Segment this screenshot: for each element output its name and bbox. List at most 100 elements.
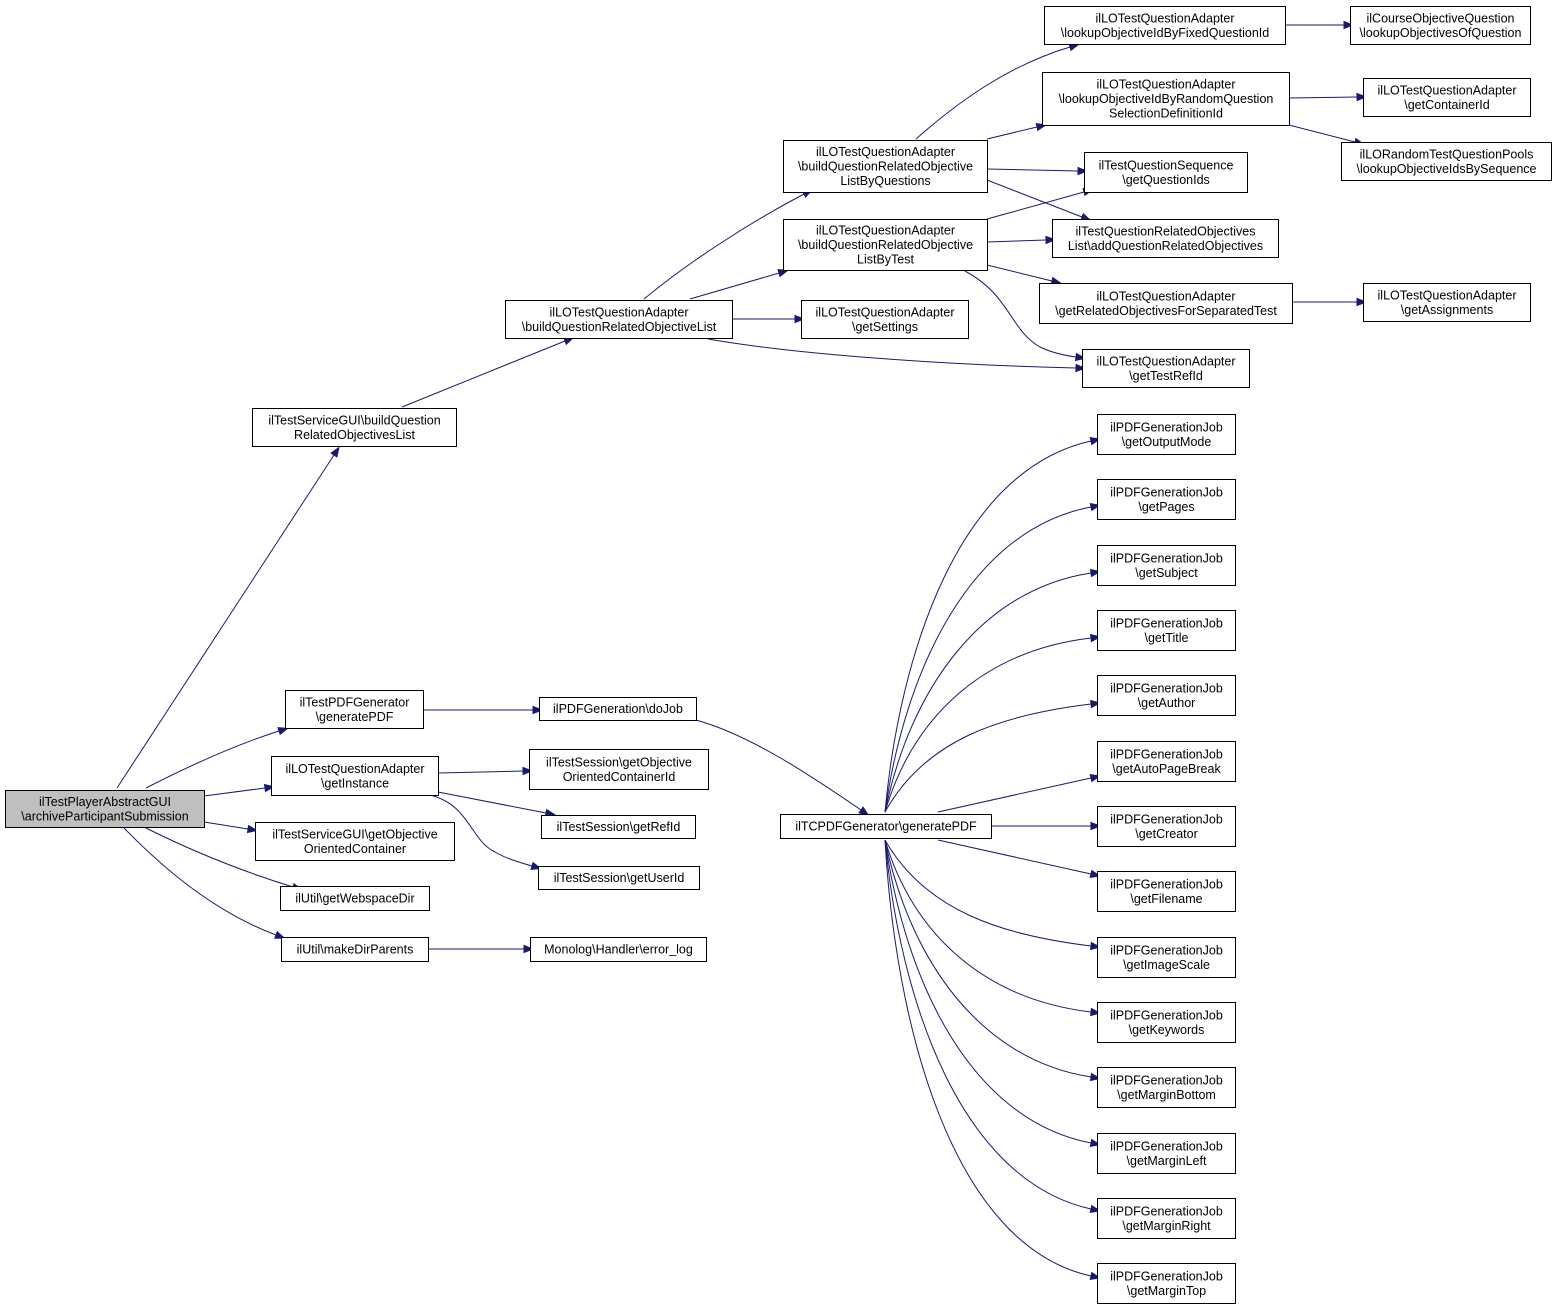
node-lo-lookup-fixed[interactable]: ilLOTestQuestionAdapter\lookupObjectiveI… — [1044, 6, 1286, 45]
edge-line — [884, 839, 1092, 1013]
node-lo-get-container[interactable]: ilLOTestQuestionAdapter\getContainerId — [1363, 78, 1531, 117]
edge-root-to-lo_get_instance — [203, 783, 276, 797]
node-job-subject[interactable]: ilPDFGenerationJob\getSubject — [1097, 545, 1236, 586]
node-lo-get-related-sep[interactable]: ilLOTestQuestionAdapter\getRelatedObject… — [1039, 283, 1293, 324]
node-label: \getAssignments — [1401, 303, 1493, 317]
node-util-webspace[interactable]: ilUtil\getWebspaceDir — [280, 886, 430, 911]
node-job-author[interactable]: ilPDFGenerationJob\getAuthor — [1097, 675, 1236, 716]
node-job-image-scale[interactable]: ilPDFGenerationJob\getImageScale — [1097, 937, 1236, 978]
node-label: ilUtil\getWebspaceDir — [295, 892, 414, 906]
edge-line — [884, 572, 1092, 813]
node-box — [1097, 1067, 1236, 1108]
node-box — [1097, 1002, 1236, 1043]
node-tqro-add[interactable]: ilTestQuestionRelatedObjectivesList\addQ… — [1052, 219, 1279, 258]
node-label: ilTestSession\getUserId — [554, 871, 685, 885]
arrowhead-icon — [1343, 20, 1355, 30]
node-box — [1341, 142, 1552, 181]
edge-line — [643, 193, 805, 300]
node-job-margin-bottom[interactable]: ilPDFGenerationJob\getMarginBottom — [1097, 1067, 1236, 1108]
node-ts-get-ref[interactable]: ilTestSession\getRefId — [541, 815, 696, 839]
edge-line — [123, 827, 277, 936]
node-lo-build-by-questions[interactable]: ilLOTestQuestionAdapter\buildQuestionRel… — [783, 140, 988, 193]
node-course-obj-lookup[interactable]: ilCourseObjectiveQuestion\lookupObjectiv… — [1350, 6, 1531, 45]
node-label: ilPDFGenerationJob — [1110, 1008, 1223, 1022]
node-lo-get-assignments[interactable]: ilLOTestQuestionAdapter\getAssignments — [1363, 283, 1531, 322]
node-label: \lookupObjectivesOfQuestion — [1360, 26, 1522, 40]
node-tcpdf-generate[interactable]: ilTCPDFGenerator\generatePDF — [780, 814, 992, 839]
node-lo-build-list[interactable]: ilLOTestQuestionAdapter\buildQuestionRel… — [505, 300, 733, 339]
node-lo-get-settings[interactable]: ilLOTestQuestionAdapter\getSettings — [801, 300, 969, 339]
node-label: ilTestQuestionRelatedObjectives — [1076, 224, 1256, 238]
node-job-output-mode[interactable]: ilPDFGenerationJob\getOutputMode — [1097, 414, 1236, 455]
node-label: ilPDFGenerationJob — [1110, 812, 1223, 826]
node-monolog-error[interactable]: Monolog\Handler\error_log — [530, 937, 707, 962]
node-box — [783, 219, 988, 271]
node-job-creator[interactable]: ilPDFGenerationJob\getCreator — [1097, 806, 1236, 847]
edge-tcpdf_generate-to-job_filename — [937, 839, 1102, 879]
arrowhead-icon — [522, 766, 534, 776]
node-ts-get-user[interactable]: ilTestSession\getUserId — [538, 866, 700, 890]
node-ts-get-obj-container[interactable]: ilTestSession\getObjectiveOrientedContai… — [529, 749, 709, 790]
node-lo-random-pools[interactable]: ilLORandomTestQuestionPools\lookupObject… — [1341, 142, 1552, 181]
node-box — [801, 300, 969, 339]
node-job-auto-page-break[interactable]: ilPDFGenerationJob\getAutoPageBreak — [1097, 741, 1236, 782]
node-box — [1039, 283, 1293, 324]
node-label: \buildQuestionRelatedObjective — [798, 160, 973, 174]
node-label: \getInstance — [321, 776, 389, 790]
node-label: \getSettings — [852, 320, 918, 334]
node-util-makedir[interactable]: ilUtil\makeDirParents — [281, 937, 429, 962]
node-label: ilPDFGenerationJob — [1110, 1139, 1223, 1153]
node-lo-lookup-random[interactable]: ilLOTestQuestionAdapter\lookupObjectiveI… — [1042, 72, 1290, 126]
node-tqs-get-ids[interactable]: ilTestQuestionSequence\getQuestionIds — [1084, 152, 1248, 193]
edge-tcpdf_generate-to-job_title — [884, 633, 1102, 813]
arrowhead-icon — [1090, 633, 1102, 643]
node-job-keywords[interactable]: ilPDFGenerationJob\getKeywords — [1097, 1002, 1236, 1043]
node-job-margin-left[interactable]: ilPDFGenerationJob\getMarginLeft — [1097, 1133, 1236, 1174]
node-box — [1097, 610, 1236, 651]
node-job-margin-right[interactable]: ilPDFGenerationJob\getMarginRight — [1097, 1198, 1236, 1239]
node-label: Monolog\Handler\error_log — [544, 943, 693, 957]
node-label: ilPDFGenerationJob — [1110, 747, 1223, 761]
node-lo-get-test-ref[interactable]: ilLOTestQuestionAdapter\getTestRefId — [1082, 349, 1250, 388]
edge-tcpdf_generate-to-job_output_mode — [884, 436, 1102, 813]
node-root[interactable]: ilTestPlayerAbstractGUI\archiveParticipa… — [5, 790, 205, 828]
node-box — [1363, 283, 1531, 322]
node-label: ilUtil\makeDirParents — [297, 943, 414, 957]
node-job-title[interactable]: ilPDFGenerationJob\getTitle — [1097, 610, 1236, 651]
node-label: ilLOTestQuestionAdapter — [816, 305, 955, 319]
node-label: \getRelatedObjectivesForSeparatedTest — [1055, 304, 1277, 318]
arrowhead-icon — [1045, 235, 1057, 245]
node-pdf-gen[interactable]: ilTestPDFGenerator\generatePDF — [285, 690, 424, 729]
node-label: \getMarginLeft — [1127, 1154, 1207, 1168]
node-lo-build-by-test[interactable]: ilLOTestQuestionAdapter\buildQuestionRel… — [783, 219, 988, 271]
edge-lo_get_instance-to-ts_get_ref — [437, 791, 557, 818]
arrowhead-icon — [330, 446, 340, 458]
edge-lo_lookup_fixed-to-course_obj_lookup — [1285, 20, 1355, 30]
node-label: ListByQuestions — [840, 174, 930, 188]
edge-line — [915, 46, 1071, 140]
arrowhead-icon — [532, 705, 544, 715]
node-box — [1097, 937, 1236, 978]
node-label: ilPDFGenerationJob — [1110, 616, 1223, 630]
node-job-margin-top[interactable]: ilPDFGenerationJob\getMarginTop — [1097, 1263, 1236, 1304]
edge-tcpdf_generate-to-job_margin_top — [884, 839, 1102, 1281]
node-label: \lookupObjectiveIdByRandomQuestion — [1059, 92, 1274, 106]
node-label: ilTestPlayerAbstractGUI — [39, 795, 171, 809]
arrowhead-icon — [1356, 297, 1368, 307]
node-job-pages[interactable]: ilPDFGenerationJob\getPages — [1097, 479, 1236, 520]
node-job-filename[interactable]: ilPDFGenerationJob\getFilename — [1097, 871, 1236, 912]
edge-lo_get_related_sep-to-lo_get_assignments — [1292, 297, 1368, 307]
node-box — [530, 937, 707, 962]
node-box — [281, 937, 429, 962]
edge-line — [116, 454, 335, 789]
node-label: \archiveParticipantSubmission — [21, 809, 188, 823]
node-pdfgen-dojob[interactable]: ilPDFGeneration\doJob — [539, 697, 697, 721]
node-tsg-build[interactable]: ilTestServiceGUI\buildQuestionRelatedObj… — [252, 408, 457, 447]
arrowhead-icon — [1090, 699, 1102, 709]
edge-tcpdf_generate-to-job_pages — [884, 502, 1102, 813]
edge-lo_build_by_questions-to-lo_lookup_fixed — [915, 43, 1080, 140]
node-tsg-get-obj-container[interactable]: ilTestServiceGUI\getObjectiveOrientedCon… — [255, 822, 455, 861]
node-label: ilLOTestQuestionAdapter — [1378, 83, 1517, 97]
edge-line — [937, 839, 1092, 875]
node-lo-get-instance[interactable]: ilLOTestQuestionAdapter\getInstance — [271, 756, 439, 796]
